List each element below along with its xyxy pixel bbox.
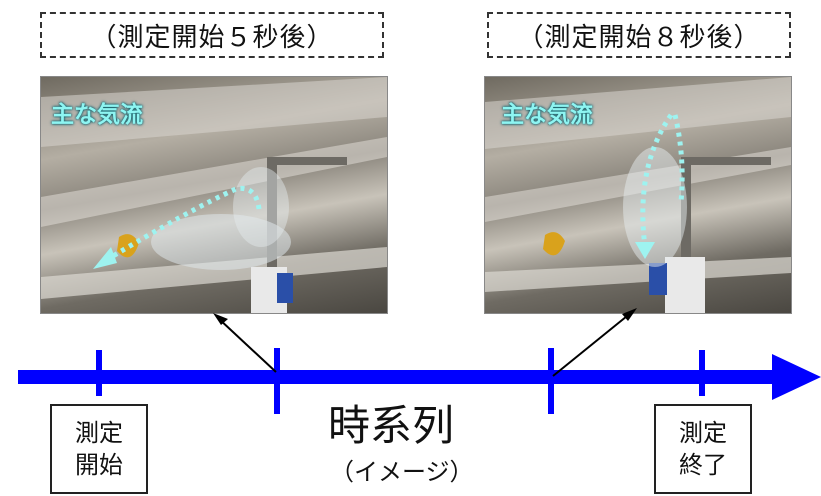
start-box: 測定 開始 xyxy=(50,404,148,494)
end-box: 測定 終了 xyxy=(654,404,752,494)
tick-5s xyxy=(274,348,280,414)
photo-8s-scene xyxy=(485,77,791,313)
tick-end xyxy=(699,350,705,396)
caption-8s: （測定開始８秒後） xyxy=(487,12,791,58)
pointer-arrow-icon xyxy=(217,317,277,373)
airflow-label-5s: 主な気流 xyxy=(51,102,143,128)
tick-8s xyxy=(548,348,554,414)
start-box-line2: 開始 xyxy=(75,451,123,479)
pointer-arrow-icon xyxy=(552,311,633,377)
caption-5s-text: （測定開始５秒後） xyxy=(90,22,334,53)
timeline-arrow-icon xyxy=(772,354,821,400)
timeline-bar xyxy=(18,370,778,384)
caption-5s: （測定開始５秒後） xyxy=(40,12,384,58)
timeline-title: 時系列 xyxy=(328,401,455,450)
photo-8s: 主な気流 xyxy=(484,76,792,314)
caption-8s-text: （測定開始８秒後） xyxy=(517,22,761,53)
tick-start xyxy=(96,350,102,396)
end-box-line1: 測定 xyxy=(679,419,727,447)
airflow-arrow-icon xyxy=(640,113,685,248)
photo-5s-scene xyxy=(41,77,387,313)
timeline-subtitle: （イメージ） xyxy=(330,458,474,486)
airflow-label-8s: 主な気流 xyxy=(501,102,593,128)
start-box-line1: 測定 xyxy=(75,419,123,447)
end-box-line2: 終了 xyxy=(679,451,727,479)
airflow-arrow-icon xyxy=(101,185,262,265)
